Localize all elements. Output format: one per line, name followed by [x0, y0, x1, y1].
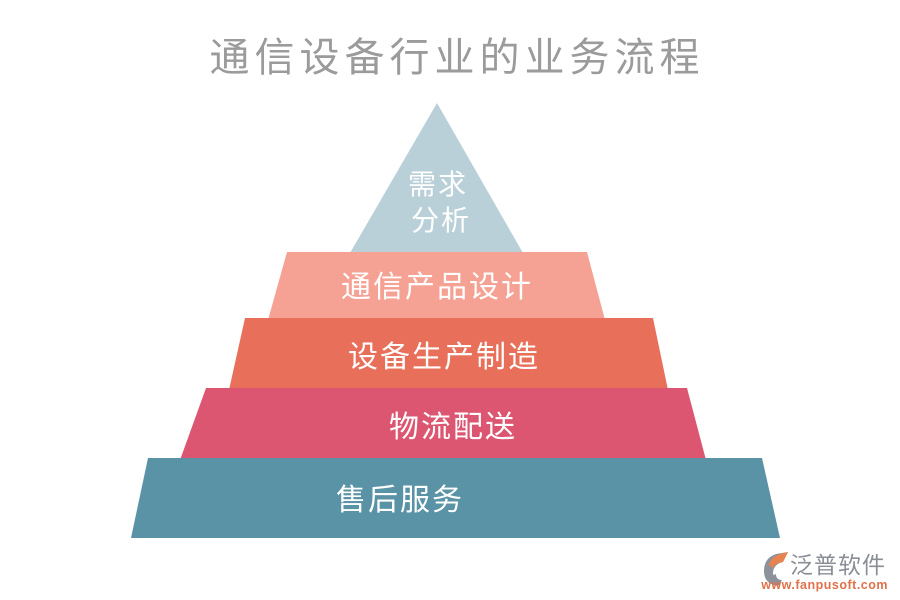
label-after-sales: 售后服务 [336, 484, 464, 517]
label-demand-analysis-line2: 分析 [411, 205, 471, 236]
logo-gray-accent [772, 574, 782, 585]
label-logistics: 物流配送 [389, 411, 517, 444]
logo-orange-swoosh [769, 552, 788, 568]
label-product-design: 通信产品设计 [341, 271, 533, 304]
brand-watermark: 泛普软件 www.fanpusoft.com [760, 552, 888, 592]
pyramid-level-product-design [268, 252, 605, 320]
pyramid-level-demand-analysis [350, 103, 523, 253]
pyramid-level-after-sales [131, 458, 780, 538]
fanpu-logo-icon [764, 552, 788, 586]
pyramid-level-manufacturing [229, 318, 668, 390]
brand-url: www.fanpusoft.com [760, 578, 888, 592]
label-demand-analysis-line1: 需求 [408, 169, 468, 200]
page-title: 通信设备行业的业务流程 [210, 36, 705, 80]
label-manufacturing: 设备生产制造 [348, 341, 540, 374]
brand-name: 泛普软件 [790, 552, 886, 578]
pyramid-level-logistics [180, 388, 706, 460]
